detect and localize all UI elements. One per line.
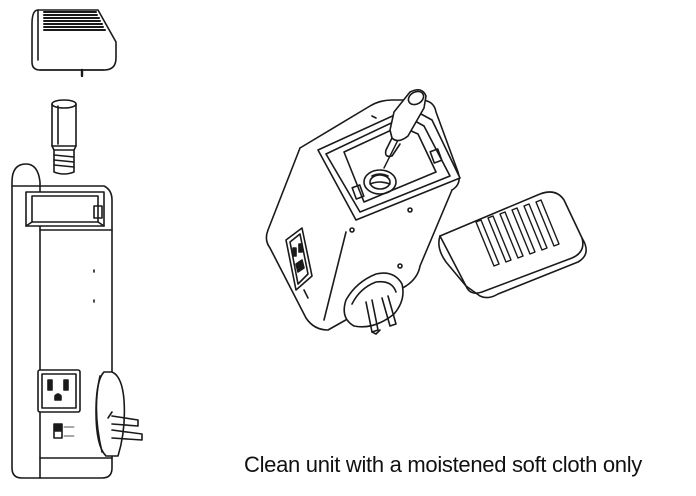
caption-text: Clean unit with a moistened soft cloth o… [244, 452, 642, 477]
grille-cover-detached [438, 191, 587, 299]
isometric-unit [265, 88, 461, 335]
bulb-cartridge [51, 99, 77, 175]
main-unit-body [11, 163, 113, 479]
plug-prongs [95, 371, 143, 457]
top-cover [31, 9, 117, 78]
